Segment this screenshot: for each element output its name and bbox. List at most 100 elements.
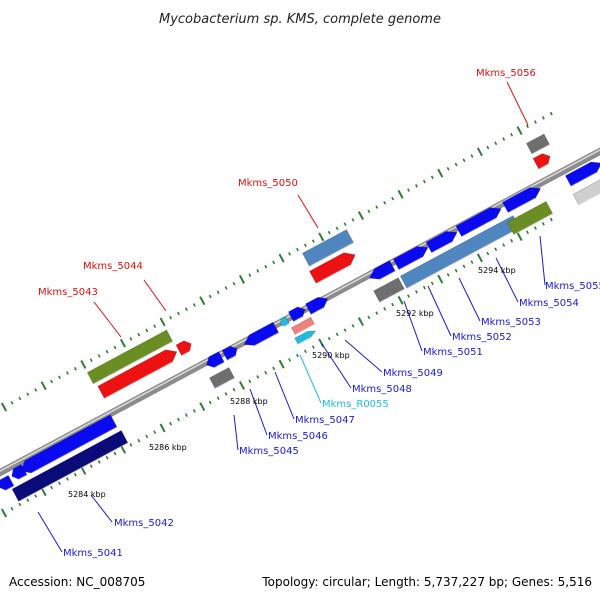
inner-tick bbox=[476, 253, 483, 263]
connector-mkms_5041 bbox=[37, 511, 63, 553]
outer-tick bbox=[256, 269, 260, 273]
outer-tick bbox=[391, 196, 395, 201]
inner-tick bbox=[18, 502, 22, 507]
feature-5048b bbox=[287, 306, 306, 323]
outer-tick bbox=[97, 354, 101, 358]
connector-mkms_5052 bbox=[427, 285, 452, 337]
outer-tick bbox=[414, 184, 418, 188]
inner-tick bbox=[516, 232, 523, 241]
inner-tick bbox=[113, 451, 117, 456]
gene-label-mkms_5043[interactable]: Mkms_5043 bbox=[38, 287, 98, 298]
gene-label-mkms_5049[interactable]: Mkms_5049 bbox=[383, 368, 443, 379]
inner-tick bbox=[248, 379, 252, 383]
inner-tick bbox=[311, 345, 315, 349]
gene-label-mkms_5041[interactable]: Mkms_5041 bbox=[63, 548, 123, 559]
tick-marks-outer bbox=[0, 111, 553, 412]
connector-mkms_5053 bbox=[458, 277, 481, 322]
gene-label-mkms_5056[interactable]: Mkms_5056 bbox=[476, 68, 536, 79]
outer-tick bbox=[462, 158, 466, 163]
inner-tick bbox=[192, 409, 196, 413]
inner-tick bbox=[119, 444, 126, 454]
gene-label-mkms_5050[interactable]: Mkms_5050 bbox=[238, 178, 298, 189]
outer-tick bbox=[502, 137, 506, 141]
gene-label-mkms_5047[interactable]: Mkms_5047 bbox=[295, 415, 355, 426]
connector-mkms_5056 bbox=[506, 81, 529, 126]
outer-tick bbox=[407, 188, 410, 192]
inner-tick bbox=[232, 387, 236, 392]
gene-label-mkms_5045[interactable]: Mkms_5045 bbox=[239, 446, 299, 457]
inner-tick bbox=[470, 260, 474, 264]
outer-tick bbox=[177, 311, 180, 316]
inner-tick bbox=[462, 264, 466, 269]
connector-mkms_5043 bbox=[93, 301, 122, 338]
inner-tick bbox=[159, 423, 166, 433]
inner-tick bbox=[278, 359, 285, 369]
gene-label-mkms_5042[interactable]: Mkms_5042 bbox=[114, 518, 174, 529]
connector-mkms_5048 bbox=[321, 343, 352, 389]
feature-5044 bbox=[97, 349, 178, 400]
outer-tick bbox=[58, 375, 61, 380]
inner-tick bbox=[367, 315, 371, 320]
gene-label-mkms_5054[interactable]: Mkms_5054 bbox=[519, 298, 579, 309]
outer-tick bbox=[129, 337, 133, 341]
outer-tick bbox=[318, 232, 325, 242]
connector-mkms_5047 bbox=[274, 371, 295, 420]
feature-5051 bbox=[392, 246, 429, 271]
outer-tick bbox=[105, 349, 109, 354]
gene-label-mkms_r0055[interactable]: Mkms_R0055 bbox=[322, 399, 389, 410]
gene-label-mkms_5044[interactable]: Mkms_5044 bbox=[83, 261, 143, 272]
inner-tick bbox=[414, 290, 418, 294]
connector-mkms_r0055 bbox=[299, 354, 322, 404]
scale-label-5284: 5284 kbp bbox=[68, 490, 106, 499]
scale-label-5290: 5290 kbp bbox=[312, 351, 350, 360]
feature-5044b bbox=[175, 340, 192, 357]
outer-tick bbox=[272, 260, 276, 265]
outer-tick bbox=[10, 400, 14, 405]
feature-5048 bbox=[290, 316, 316, 336]
outer-tick bbox=[216, 290, 220, 294]
feature-5045 bbox=[206, 351, 225, 369]
outer-tick bbox=[383, 201, 387, 205]
feature-5051g bbox=[373, 277, 405, 303]
inner-tick bbox=[533, 226, 537, 230]
outer-tick bbox=[533, 120, 537, 124]
inner-tick bbox=[129, 443, 133, 447]
inner-tick bbox=[105, 455, 109, 460]
feature-5046 bbox=[243, 321, 280, 347]
inner-tick bbox=[486, 251, 490, 256]
outer-tick bbox=[327, 230, 331, 235]
gene-label-mkms_5046[interactable]: Mkms_5046 bbox=[268, 431, 328, 442]
inner-tick bbox=[50, 485, 54, 490]
outer-tick bbox=[50, 379, 54, 384]
connector-mkms_5042 bbox=[90, 494, 113, 523]
inner-tick bbox=[0, 508, 8, 518]
inner-tick bbox=[383, 307, 387, 311]
inner-tick bbox=[549, 217, 553, 222]
feature-5042 bbox=[11, 430, 129, 503]
inner-tick bbox=[58, 481, 61, 486]
connector-mkms_5045 bbox=[233, 414, 239, 451]
outer-tick bbox=[89, 358, 93, 363]
gene-label-mkms_5052[interactable]: Mkms_5052 bbox=[452, 332, 512, 343]
outer-tick bbox=[184, 307, 188, 311]
feature-5056 bbox=[532, 153, 551, 170]
outer-tick bbox=[264, 264, 268, 269]
gene-label-mkms_5051[interactable]: Mkms_5051 bbox=[423, 347, 483, 358]
outer-tick bbox=[486, 145, 490, 150]
inner-tick bbox=[73, 472, 77, 477]
feature-5057 bbox=[564, 161, 600, 187]
map-title: Mycobacterium sp. KMS, complete genome bbox=[159, 12, 441, 27]
feature-5047a bbox=[280, 316, 290, 327]
feature-5045c bbox=[209, 367, 235, 390]
connector-mkms_5051 bbox=[403, 300, 423, 352]
outer-tick bbox=[303, 243, 307, 248]
gene-label-mkms_5048[interactable]: Mkms_5048 bbox=[352, 384, 412, 395]
gene-label-mkms_5053[interactable]: Mkms_5053 bbox=[481, 317, 541, 328]
outer-tick bbox=[159, 317, 166, 327]
outer-tick bbox=[549, 111, 553, 116]
inner-tick bbox=[391, 302, 395, 307]
inner-tick bbox=[34, 494, 38, 498]
inner-tick bbox=[256, 375, 260, 379]
gene-label-mkms_5055[interactable]: Mkms_5055 bbox=[545, 281, 600, 292]
